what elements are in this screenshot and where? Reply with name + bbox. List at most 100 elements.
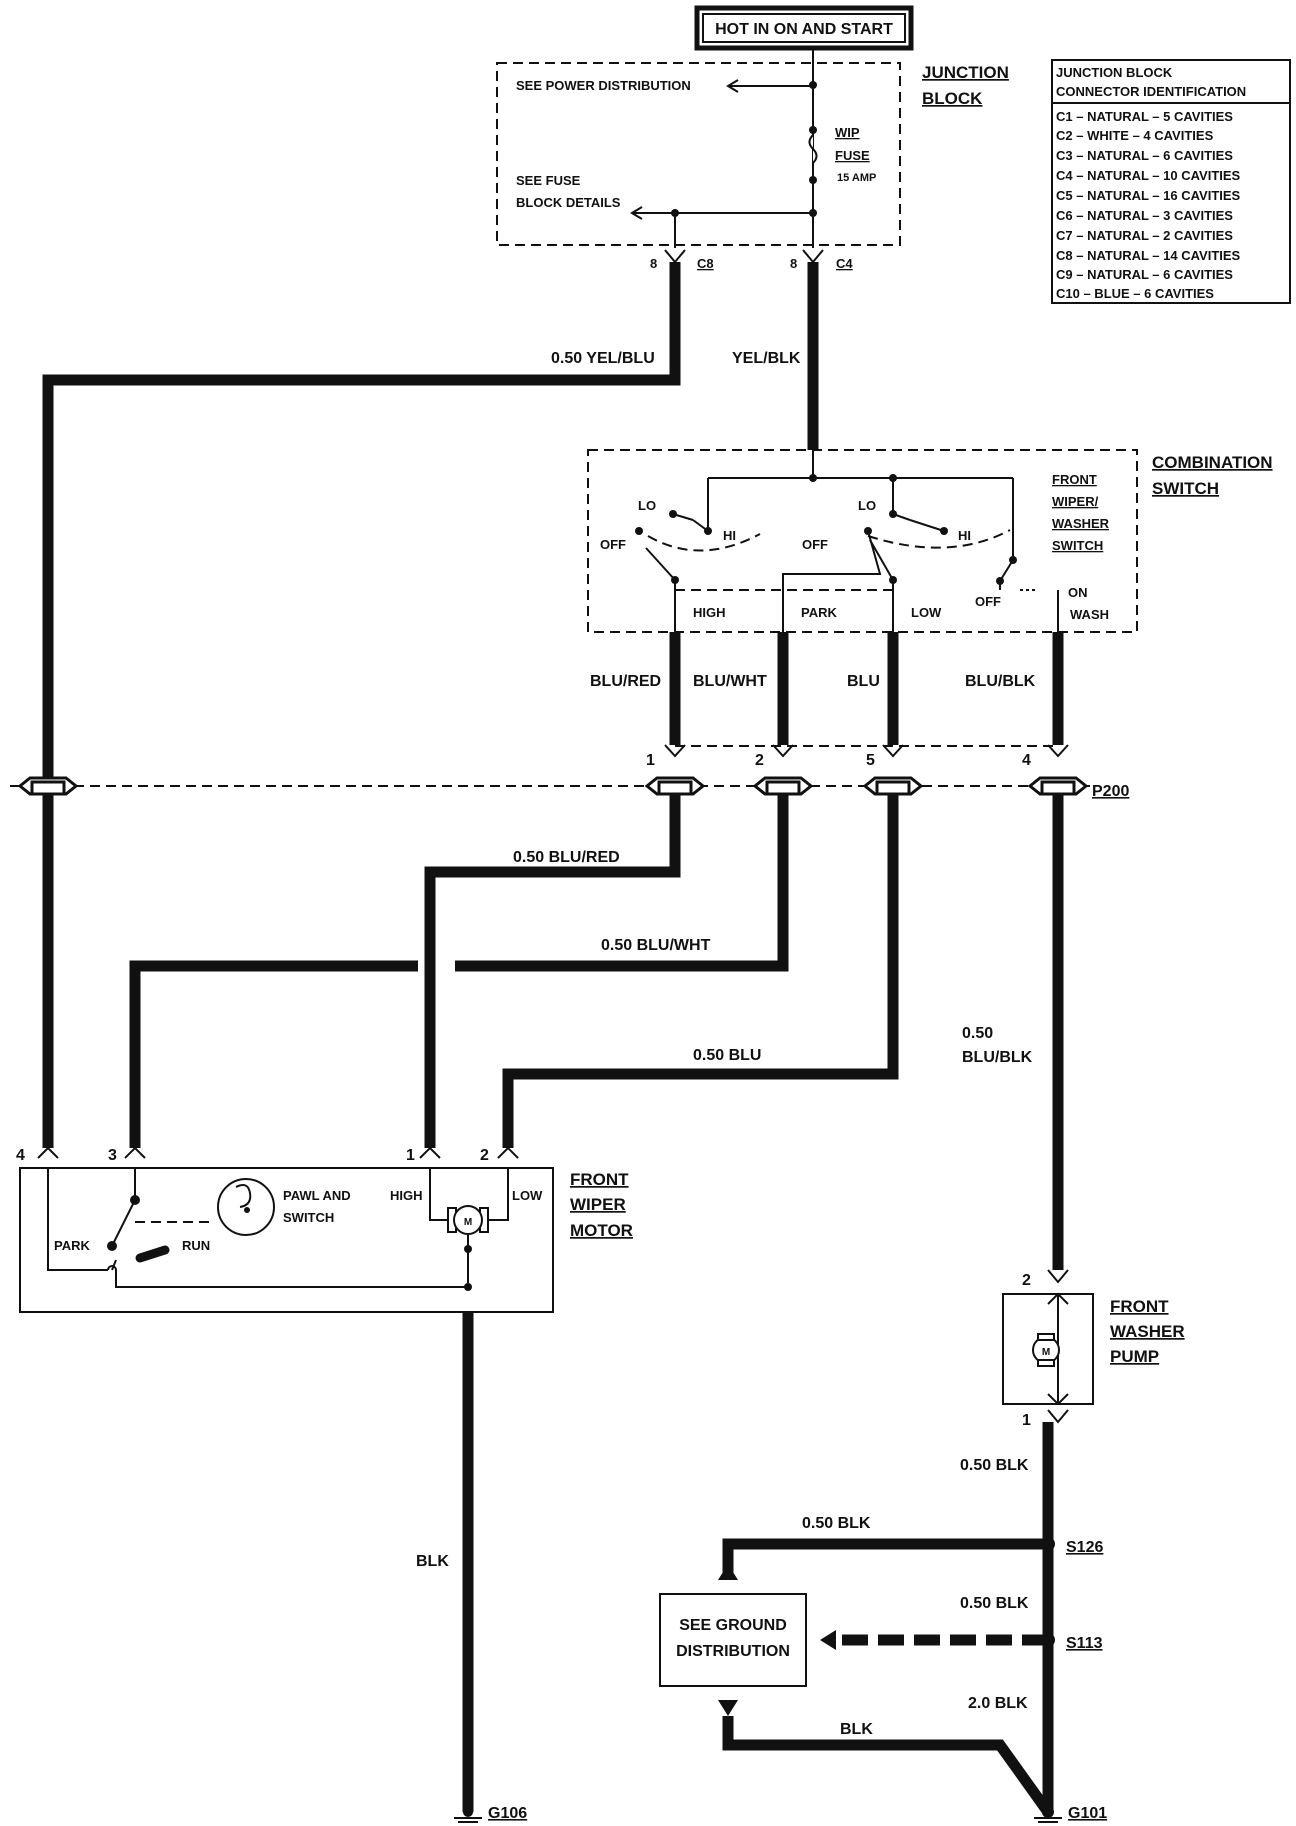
motor-pawl-2: SWITCH (283, 1210, 334, 1225)
combination-switch-title-1: COMBINATION (1152, 453, 1273, 472)
wire-blk-return (722, 1716, 1053, 1816)
switch-lo-2: LO (858, 498, 876, 513)
wire-050-blu (502, 795, 899, 1148)
pump-title-3: PUMP (1110, 1347, 1159, 1366)
junction-block: JUNCTION BLOCK SEE POWER DISTRIBUTION WI… (496, 48, 1009, 248)
wire-yel-blu (42, 262, 681, 780)
wire-050-blk-s126 (722, 1538, 1048, 1574)
wire-050-blu-wht-a (455, 795, 789, 972)
wire-label-050-blk-s113: 0.50 BLK (960, 1595, 1029, 1612)
wire-label-blu: BLU (847, 673, 880, 690)
motor-pin-1: 1 (406, 1147, 415, 1164)
see-power-distribution: SEE POWER DISTRIBUTION (516, 78, 691, 93)
hot-in-label-box: HOT IN ON AND START (694, 5, 914, 51)
motor-m: M (464, 1217, 472, 1228)
motor-park: PARK (54, 1238, 90, 1253)
wire-label-050-blu-red: 0.50 BLU/RED (513, 849, 620, 866)
wire-050-blu-red (424, 795, 681, 1148)
s113-label: S113 (1066, 1635, 1103, 1652)
p200-pin-4: 4 (1022, 752, 1031, 769)
combination-switch-title-2: SWITCH (1152, 479, 1219, 498)
p200-pin-2: 2 (755, 752, 764, 769)
connector-id-row: C2 – WHITE – 4 CAVITIES (1056, 128, 1214, 143)
connector-id-row: C10 – BLUE – 6 CAVITIES (1056, 286, 1214, 301)
wire-label-blu-red: BLU/RED (590, 673, 661, 690)
connector-id-title-2: CONNECTOR IDENTIFICATION (1056, 84, 1246, 99)
switch-off-3: OFF (975, 594, 1001, 609)
wire-label-blu-wht: BLU/WHT (693, 673, 767, 690)
wire-label-yel-blk: YEL/BLK (732, 350, 801, 367)
switch-hi-2: HI (958, 528, 971, 543)
switch-name-4: SWITCH (1052, 538, 1103, 553)
wire-050-blu-wht-b (129, 960, 418, 1148)
switch-low: LOW (911, 605, 942, 620)
switch-name-1: FRONT (1052, 472, 1097, 487)
g101-label: G101 (1068, 1805, 1107, 1822)
s113-arrow (820, 1630, 836, 1650)
connector-id-row: C5 – NATURAL – 16 CAVITIES (1056, 188, 1241, 203)
see-ground-line-1: SEE GROUND (679, 1617, 787, 1634)
pump-pin-1: 1 (1022, 1412, 1031, 1429)
switch-name-3: WASHER (1052, 516, 1110, 531)
g106-label: G106 (488, 1805, 527, 1822)
wire-label-050-blu-blk-2: BLU/BLK (962, 1049, 1033, 1066)
connector-identification-table: JUNCTION BLOCK CONNECTOR IDENTIFICATION … (1051, 59, 1291, 304)
pump-title-2: WASHER (1110, 1322, 1185, 1341)
c4-name: C4 (836, 256, 853, 271)
pump-pin-2: 2 (1022, 1272, 1031, 1289)
p200-name: P200 (1092, 783, 1129, 800)
switch-lo-1: LO (638, 498, 656, 513)
motor-pawl-1: PAWL AND (283, 1188, 351, 1203)
splice-s113 (1041, 1633, 1055, 1647)
junction-block-title-2: BLOCK (922, 89, 983, 108)
pump-title-1: FRONT (1110, 1297, 1169, 1316)
switch-high: HIGH (693, 605, 726, 620)
motor-pin-2: 2 (480, 1147, 489, 1164)
switch-park: PARK (801, 605, 837, 620)
connector-id-row: C9 – NATURAL – 6 CAVITIES (1056, 267, 1233, 282)
see-fuse-line-2: BLOCK DETAILS (516, 195, 621, 210)
ground-g106: G106 (454, 1805, 527, 1823)
fuse-name-2: FUSE (835, 148, 870, 163)
hot-in-label: HOT IN ON AND START (715, 21, 893, 38)
motor-low: LOW (512, 1188, 543, 1203)
motor-title-2: WIPER (570, 1195, 626, 1214)
wire-label-050-blu-blk-1: 0.50 (962, 1025, 993, 1042)
see-ground-distribution-box: SEE GROUND DISTRIBUTION (659, 1593, 807, 1687)
return-arrow (718, 1700, 738, 1716)
s126-label: S126 (1066, 1539, 1103, 1556)
wire-label-050-blk-s126: 0.50 BLK (802, 1515, 871, 1532)
motor-title-1: FRONT (570, 1170, 629, 1189)
connector-id-row: C7 – NATURAL – 2 CAVITIES (1056, 228, 1233, 243)
see-ground-line-2: DISTRIBUTION (676, 1643, 790, 1660)
c4-pin: 8 (790, 256, 797, 271)
fuse-name-1: WIP (835, 125, 860, 140)
connector-id-row: C8 – NATURAL – 14 CAVITIES (1056, 248, 1241, 263)
switch-wash: WASH (1070, 607, 1109, 622)
wire-label-050-blu: 0.50 BLU (693, 1047, 761, 1064)
motor-pin-4: 4 (16, 1147, 25, 1164)
wire-label-050-blk-pump: 0.50 BLK (960, 1457, 1029, 1474)
connector-c8: 8 C8 (650, 249, 714, 271)
motor-run: RUN (182, 1238, 210, 1253)
junction-block-title-1: JUNCTION (922, 63, 1009, 82)
connector-id-row: C3 – NATURAL – 6 CAVITIES (1056, 148, 1233, 163)
switch-on: ON (1068, 585, 1088, 600)
p200-pin-1: 1 (646, 752, 655, 769)
combination-switch: COMBINATION SWITCH FRONT WIPER/ WASHER S… (587, 449, 1273, 633)
connector-id-title-1: JUNCTION BLOCK (1056, 65, 1173, 80)
s126-arrow (718, 1564, 738, 1580)
splice-s126 (1041, 1537, 1055, 1551)
c8-name: C8 (697, 256, 714, 271)
connector-id-row: C6 – NATURAL – 3 CAVITIES (1056, 208, 1233, 223)
fuse-rating: 15 AMP (837, 172, 876, 184)
front-washer-pump: 2 M 1 FRONT WASHER PUMP (1002, 1269, 1185, 1429)
wire-label-blu-blk: BLU/BLK (965, 673, 1036, 690)
motor-title-3: MOTOR (570, 1221, 633, 1240)
wire-label-blk-motor: BLK (416, 1553, 449, 1570)
see-fuse-line-1: SEE FUSE (516, 173, 581, 188)
connector-id-row: C4 – NATURAL – 10 CAVITIES (1056, 168, 1241, 183)
wire-label-050-blu-wht: 0.50 BLU/WHT (601, 937, 711, 954)
switch-off-1: OFF (600, 537, 626, 552)
